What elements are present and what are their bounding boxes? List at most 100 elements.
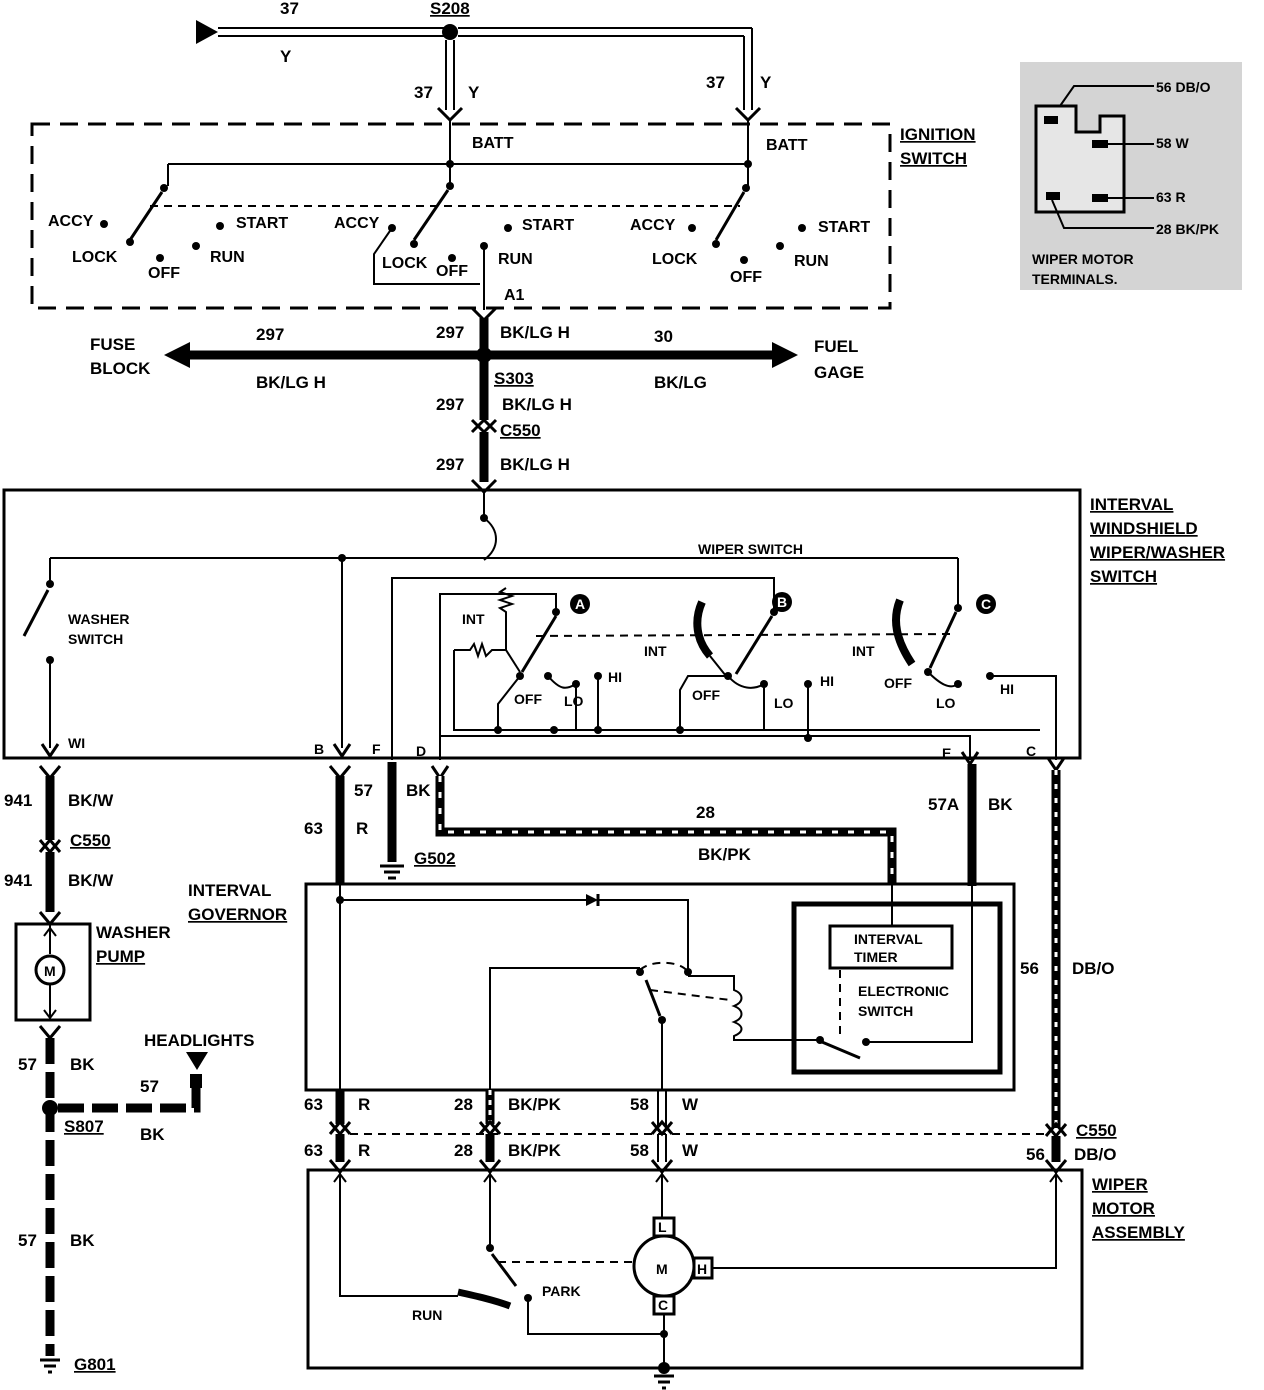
batt-right-label: BATT [766, 137, 808, 154]
connector-c550-top [470, 417, 498, 435]
motor-title-2: MOTOR [1092, 1199, 1155, 1218]
wire-297-fuse-label: 297 [256, 325, 284, 344]
wire-57a-label: 57A [928, 795, 959, 814]
wire-28-top-label: 28 [454, 1095, 473, 1114]
wire-941-b-label: 941 [4, 871, 32, 890]
wire-bkpk-bottom-label: BK/PK [508, 1141, 562, 1160]
fuel-gage-label-1: FUEL [814, 337, 858, 356]
term-56-label: 56 DB/O [1156, 79, 1211, 95]
hi-label-c: HI [1000, 681, 1014, 697]
wiper-switch-title-4: SWITCH [1090, 567, 1157, 586]
lock-label-2: LOCK [382, 255, 428, 272]
wiper-switch-title-1: INTERVAL [1090, 495, 1173, 514]
splice-s807-dot [42, 1100, 58, 1116]
lo-label-a: LO [564, 693, 584, 709]
splice-s807-label: S807 [64, 1117, 104, 1136]
washer-switch-label-1: WASHER [68, 611, 129, 627]
wire-y-label: Y [280, 47, 292, 66]
mid-wiring: 941 BK/W C550 941 BK/W 57 BK 63 R G502 2… [4, 762, 1115, 1128]
motor-l-label: L [658, 1219, 667, 1235]
top-feed: 37 S208 Y 37 Y 37 Y [196, 0, 772, 123]
off-label-c: OFF [884, 675, 912, 691]
accy-label-3: ACCY [630, 217, 676, 234]
marker-b-label: B [777, 594, 787, 610]
wire-63-top-label: 63 [304, 1095, 323, 1114]
wire-y-right-label: Y [760, 73, 772, 92]
position-b-marker [772, 592, 792, 612]
wire-297-a-label: 297 [436, 323, 464, 342]
feed-arrow-icon [196, 20, 218, 44]
diode-icon [586, 894, 598, 906]
splice-s208-dot [442, 24, 458, 40]
wire-bklgh-c-label: BK/LG H [500, 455, 570, 474]
electronic-switch-box [791, 901, 1003, 1075]
motor-c-label: C [658, 1297, 668, 1313]
lock-label-1: LOCK [72, 249, 118, 266]
washer-pump-m-label: M [44, 963, 56, 979]
pin-b-label: B [314, 741, 324, 757]
run-label-1: RUN [210, 249, 245, 266]
fuse-block-label-2: BLOCK [90, 359, 151, 378]
wire-28-bottom-label: 28 [454, 1141, 473, 1160]
wire-dbo-bottom-label: DB/O [1074, 1145, 1117, 1164]
wire-28-label: 28 [696, 803, 715, 822]
lo-label-c: LO [936, 695, 956, 711]
marker-a-label: A [575, 596, 585, 612]
ignition-title-2: SWITCH [900, 149, 967, 168]
wire-r-bottom-label: R [358, 1141, 370, 1160]
wire-bklgh-fuse-label: BK/LG H [256, 373, 326, 392]
start-label-3: START [818, 219, 870, 236]
pin-wi-label: WI [68, 735, 85, 751]
lock-label-3: LOCK [652, 251, 698, 268]
term-58-label: 58 W [1156, 135, 1189, 151]
wiper-switch-title-2: WINDSHIELD [1090, 519, 1198, 538]
governor-title-2: GOVERNOR [188, 905, 287, 924]
wire-bklgh-a-label: BK/LG H [500, 323, 570, 342]
splice-s208-label: S208 [430, 0, 470, 18]
ignition-title-1: IGNITION [900, 125, 976, 144]
electronic-switch-label-1: ELECTRONIC [858, 983, 949, 999]
governor-title-1: INTERVAL [188, 881, 271, 900]
governor-box [304, 882, 1016, 1092]
pin-e-label: E [942, 745, 951, 761]
wire-y-left-label: Y [468, 83, 480, 102]
wire-r-label: R [356, 819, 368, 838]
terminals-inset: 56 DB/O 58 W 63 R 28 BK/PK WIPER MOTOR T… [1020, 62, 1242, 290]
term-63-label: 63 R [1156, 189, 1186, 205]
washer-switch-label-2: SWITCH [68, 631, 123, 647]
wire-37-left-label: 37 [414, 83, 433, 102]
wire-37-label: 37 [280, 0, 299, 18]
wire-bk-headlights-label: BK [140, 1125, 165, 1144]
off-label-1: OFF [148, 265, 180, 282]
pin-d-label: D [416, 743, 426, 759]
run-label: RUN [412, 1307, 442, 1323]
wiper-motor-assembly: M L H C PARK RUN WIPER MOTOR ASSEMBLY [306, 1168, 1186, 1390]
ground-g502-label: G502 [414, 849, 456, 868]
wire-bk-label: BK [406, 781, 431, 800]
connector-c550-motor [1044, 1121, 1068, 1139]
to-fuel-gage-arrow-icon [772, 342, 798, 368]
washer-switch-blade [22, 589, 50, 637]
washer-pump-title-2: PUMP [96, 947, 145, 966]
interval-governor: INTERVAL GOVERNOR INTERVAL TIMER ELECTRO… [188, 881, 1016, 1092]
off-label-2: OFF [436, 263, 468, 280]
wire-56-bottom-label: 56 [1026, 1145, 1045, 1164]
marker-c-label: C [981, 596, 991, 612]
wiper-switch-box [2, 488, 1082, 760]
motor-h-label: H [697, 1261, 707, 1277]
power-distribution: FUSE BLOCK 297 BK/LG H 297 BK/LG H 30 BK… [90, 306, 864, 495]
int-label-c: INT [852, 643, 875, 659]
wire-bkw-a-label: BK/W [68, 791, 114, 810]
wire-bkpk-top-label: BK/PK [508, 1095, 562, 1114]
fuse-block-label-1: FUSE [90, 335, 135, 354]
headlights-arrow-icon [186, 1052, 208, 1070]
washer-pump: M WASHER PUMP [14, 922, 171, 1041]
off-label-a: OFF [514, 691, 542, 707]
splice-s303-label: S303 [494, 369, 534, 388]
hi-label-a: HI [608, 669, 622, 685]
wire-bk-pump-label: BK [70, 1055, 95, 1074]
wire-w-top-label: W [682, 1095, 699, 1114]
inset-caption-2: TERMINALS. [1032, 271, 1118, 287]
wire-297-c-label: 297 [436, 455, 464, 474]
